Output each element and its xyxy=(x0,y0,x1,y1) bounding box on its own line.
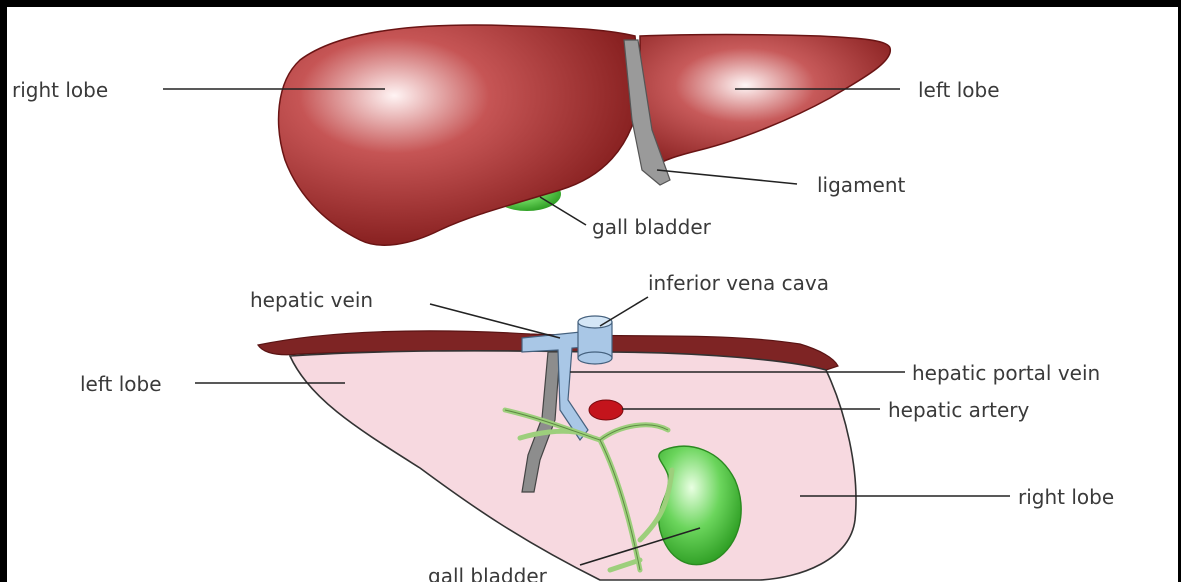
left-lobe-shape-top xyxy=(640,35,890,169)
label-hepatic-vein: hepatic vein xyxy=(250,288,373,312)
hepatic-artery-shape xyxy=(589,400,623,420)
label-left-lobe-top: left lobe xyxy=(918,78,1000,102)
liver-anterior-view xyxy=(279,25,891,245)
label-left-lobe-bottom: left lobe xyxy=(80,372,162,396)
liver-visceral-view xyxy=(258,316,856,580)
label-gall-bladder-bottom: gall bladder xyxy=(428,564,548,582)
liver-underside-shape xyxy=(290,351,856,580)
label-right-lobe-top: right lobe xyxy=(12,78,108,102)
label-hepatic-portal-vein: hepatic portal vein xyxy=(912,361,1100,385)
label-inferior-vena-cava: inferior vena cava xyxy=(648,271,829,295)
label-hepatic-artery: hepatic artery xyxy=(888,398,1030,422)
inferior-vena-cava-shape xyxy=(578,316,612,364)
label-ligament: ligament xyxy=(817,173,906,197)
label-gall-bladder-top: gall bladder xyxy=(592,215,712,239)
right-lobe-shape-top xyxy=(279,25,640,245)
label-right-lobe-bottom: right lobe xyxy=(1018,485,1114,509)
